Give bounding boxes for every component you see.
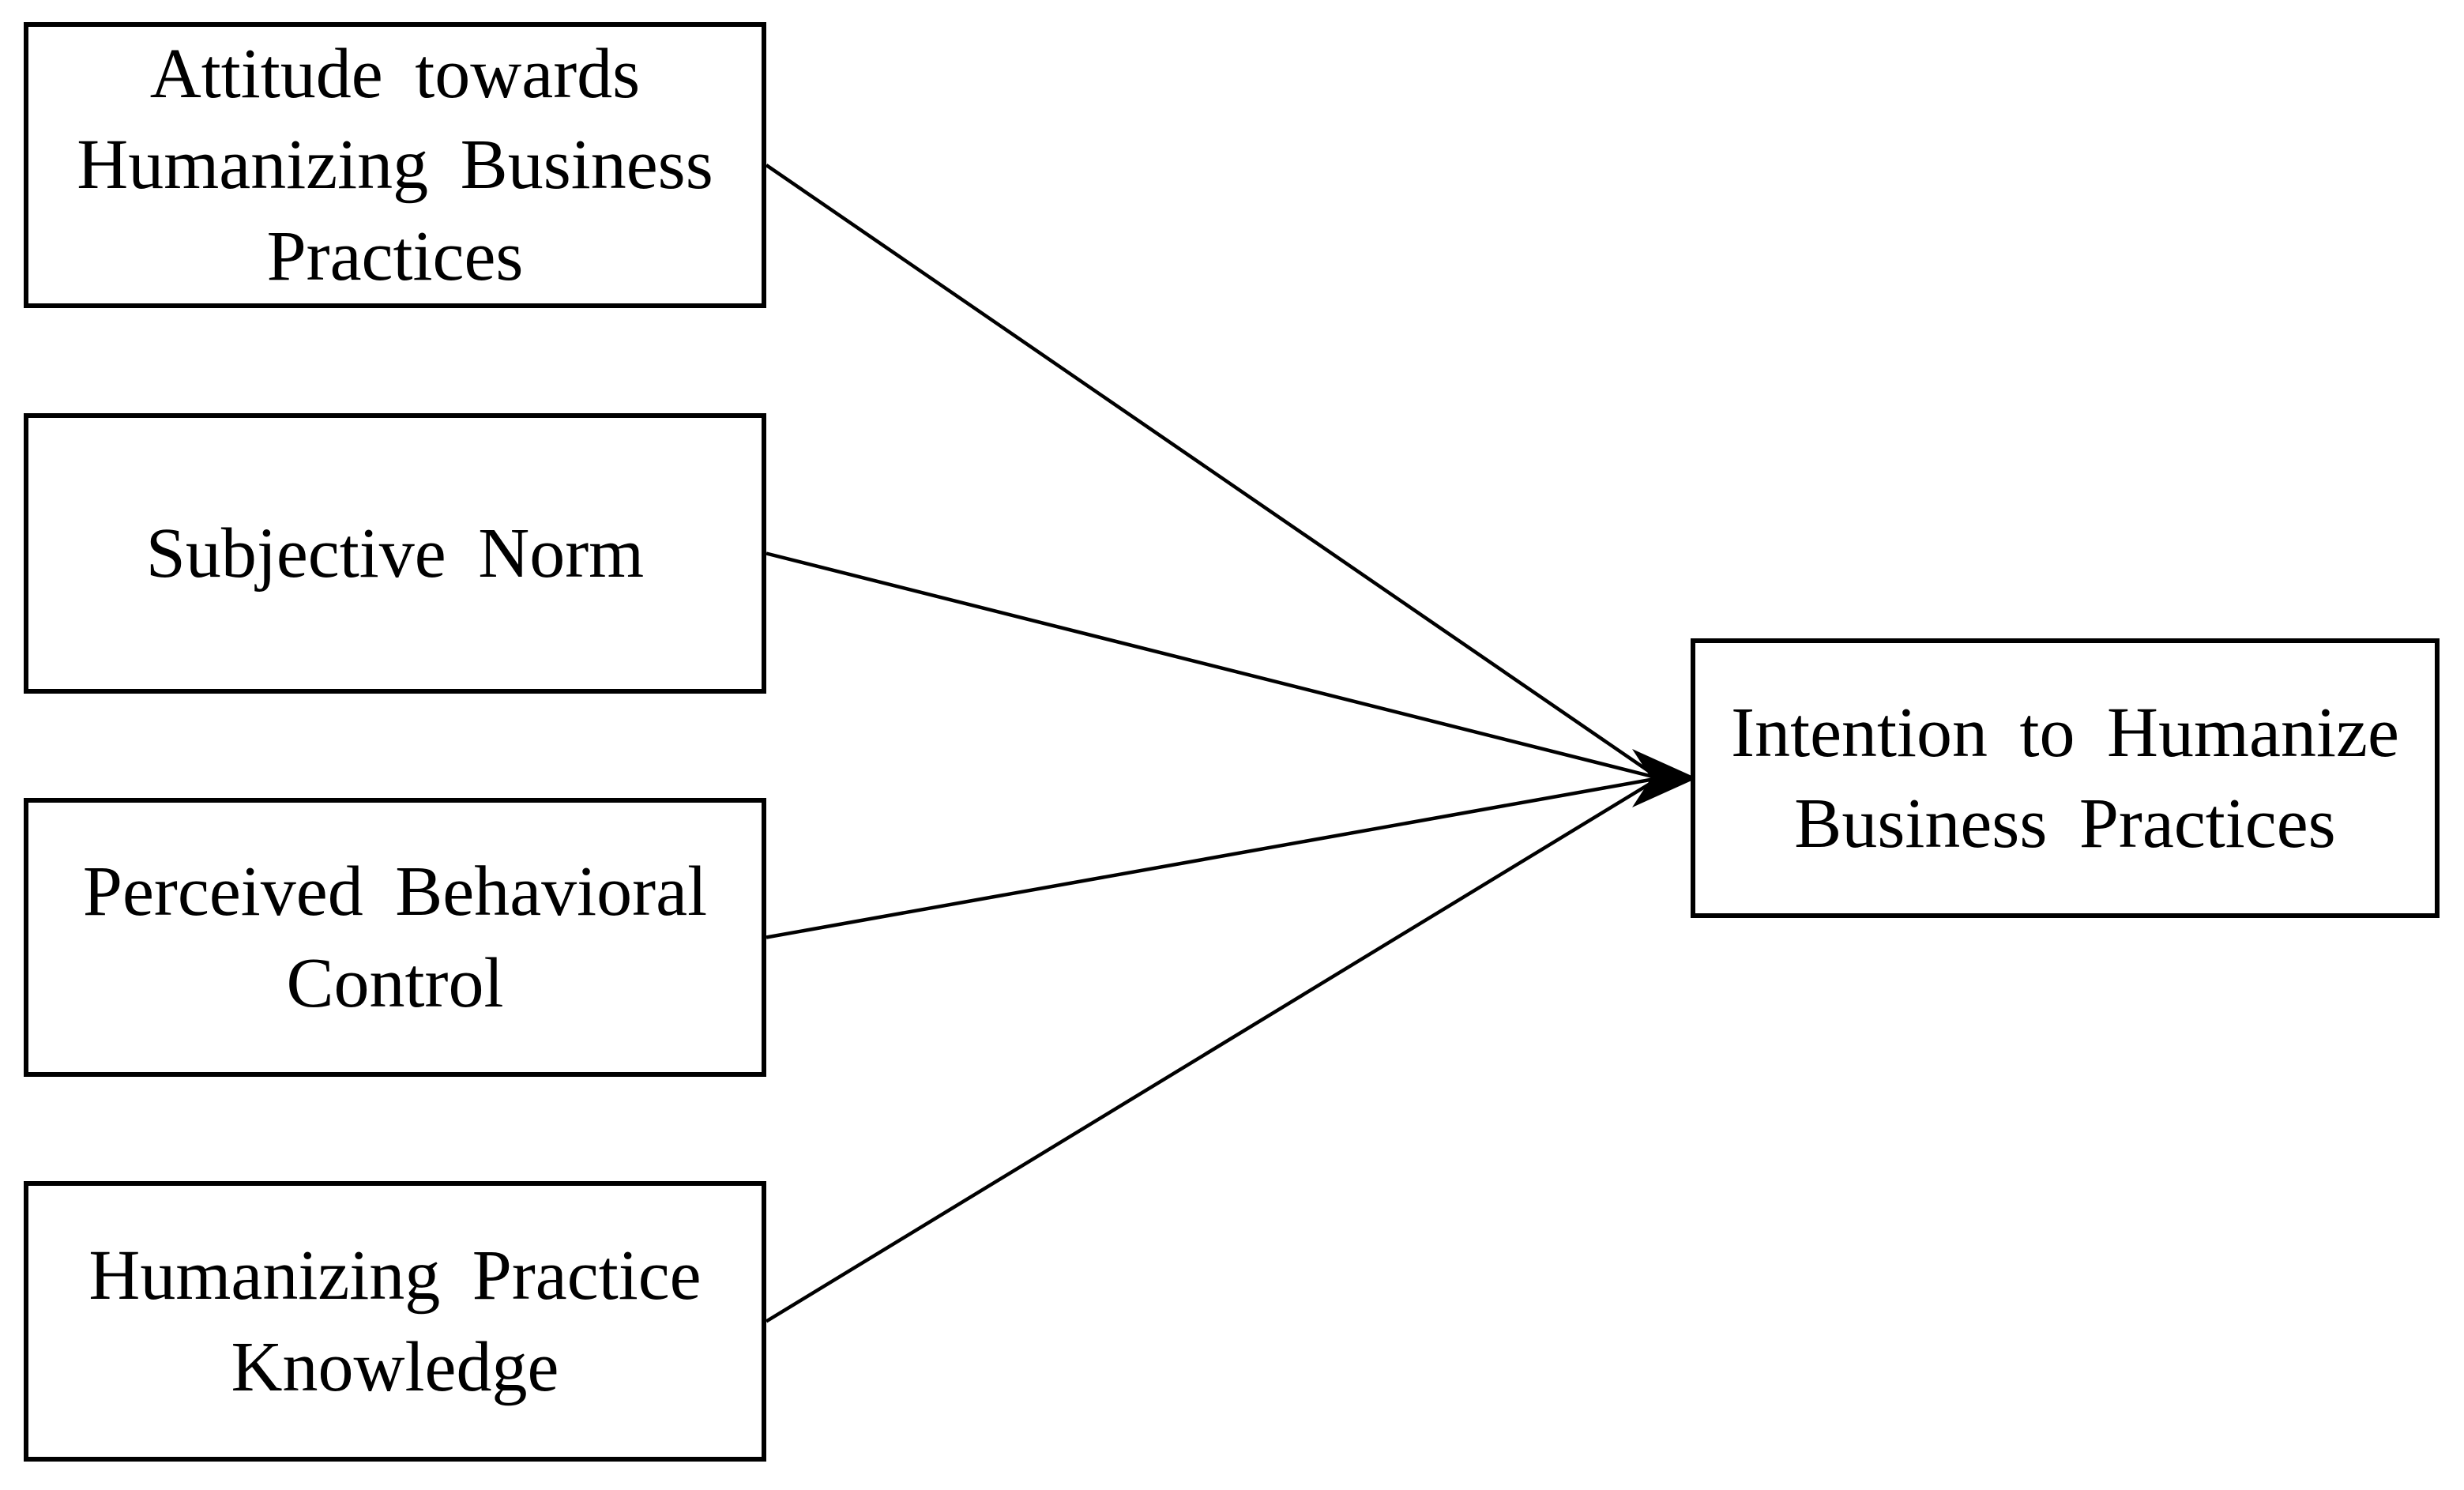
node-attitude-label: Attitude towards Humanizing Business Pra… xyxy=(77,35,713,295)
node-subjective-norm: Subjective Norm xyxy=(24,413,766,694)
node-perceived-behavioral-control: Perceived Behavioral Control xyxy=(24,798,766,1077)
node-intention-label: Intention to Humanize Business Practices xyxy=(1731,693,2399,863)
node-subjective-norm-label: Subjective Norm xyxy=(145,514,645,593)
arrowhead xyxy=(1632,749,1697,807)
node-intention: Intention to Humanize Business Practices xyxy=(1691,638,2440,918)
node-humanizing-practice-knowledge: Humanizing Practice Knowledge xyxy=(24,1181,766,1462)
node-perceived-behavioral-control-label: Perceived Behavioral Control xyxy=(82,852,708,1022)
connector-line xyxy=(765,777,1661,1323)
connector-line xyxy=(766,776,1660,939)
connector-line xyxy=(765,164,1661,780)
connector-line xyxy=(766,551,1660,781)
node-humanizing-practice-knowledge-label: Humanizing Practice Knowledge xyxy=(88,1236,702,1406)
node-attitude: Attitude towards Humanizing Business Pra… xyxy=(24,22,766,308)
